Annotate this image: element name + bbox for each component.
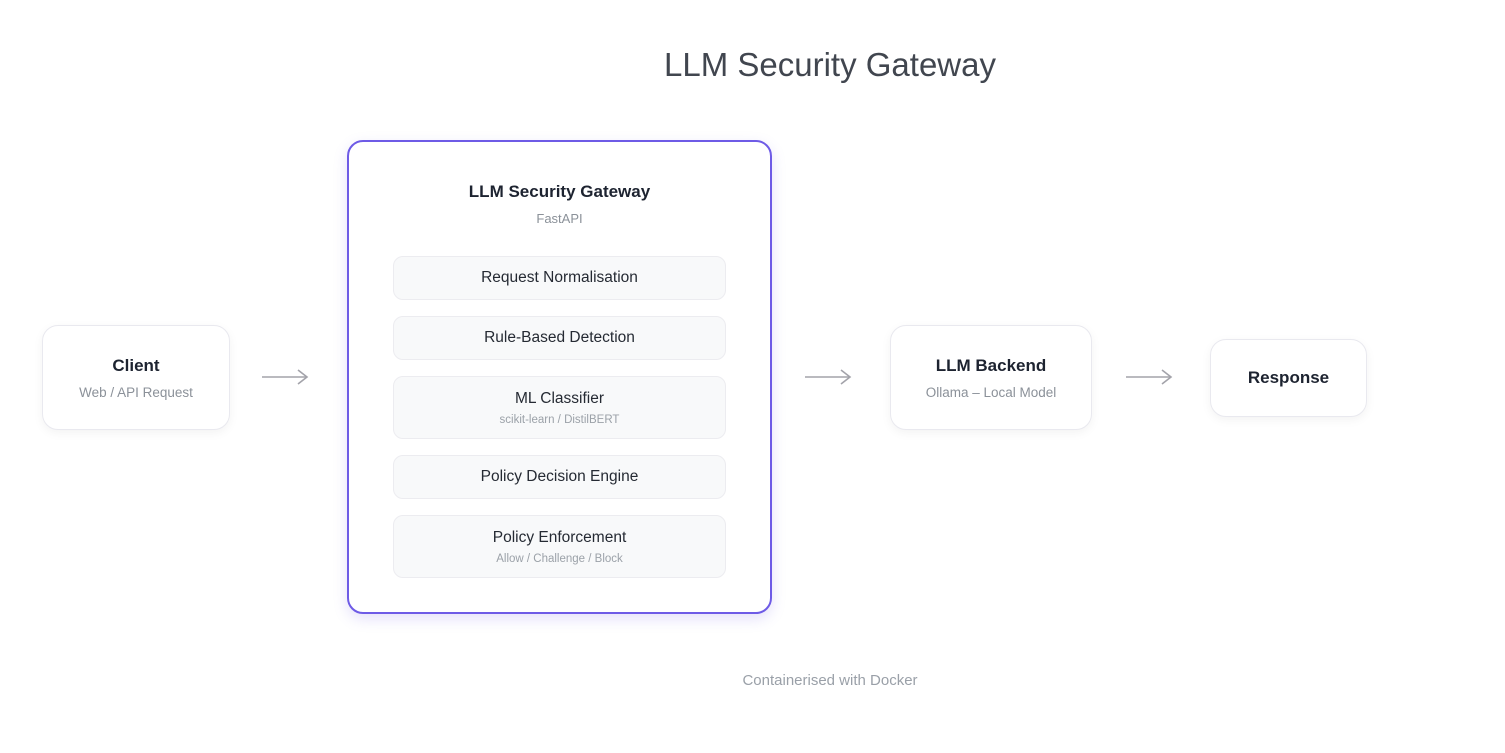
- footer-caption: Containerised with Docker: [742, 672, 918, 689]
- stage-label: Policy Decision Engine: [480, 468, 639, 485]
- flow-arrow-icon: [1126, 369, 1173, 385]
- gateway-stages: Request Normalisation Rule-Based Detecti…: [393, 256, 726, 578]
- stage-sublabel: scikit-learn / DistilBERT: [499, 413, 620, 426]
- stage-policy-enforcement: Policy Enforcement Allow / Challenge / B…: [393, 515, 726, 578]
- response-node-title: Response: [1247, 368, 1330, 387]
- client-node-title: Client: [112, 355, 160, 375]
- stage-rule-based-detection: Rule-Based Detection: [393, 316, 726, 360]
- stage-policy-decision-engine: Policy Decision Engine: [393, 455, 726, 499]
- page-title: LLM Security Gateway: [664, 46, 996, 83]
- client-node-subtitle: Web / API Request: [79, 384, 193, 400]
- flow-arrow-icon: [262, 369, 309, 385]
- backend-node-title: LLM Backend: [935, 355, 1047, 375]
- client-node: Client Web / API Request: [42, 325, 230, 430]
- stage-label: Request Normalisation: [481, 269, 638, 286]
- gateway-node: LLM Security Gateway FastAPI Request Nor…: [347, 140, 772, 614]
- stage-sublabel: Allow / Challenge / Block: [496, 552, 623, 565]
- stage-label: Rule-Based Detection: [484, 329, 635, 346]
- gateway-title: LLM Security Gateway: [468, 182, 651, 201]
- backend-node-subtitle: Ollama – Local Model: [925, 384, 1057, 400]
- flow-arrow-icon: [805, 369, 852, 385]
- stage-label: Policy Enforcement: [492, 528, 627, 546]
- stage-request-normalisation: Request Normalisation: [393, 256, 726, 300]
- stage-ml-classifier: ML Classifier scikit-learn / DistilBERT: [393, 376, 726, 439]
- backend-node: LLM Backend Ollama – Local Model: [890, 325, 1092, 430]
- response-node: Response: [1210, 339, 1367, 417]
- gateway-subtitle: FastAPI: [536, 211, 583, 226]
- stage-label: ML Classifier: [515, 389, 604, 407]
